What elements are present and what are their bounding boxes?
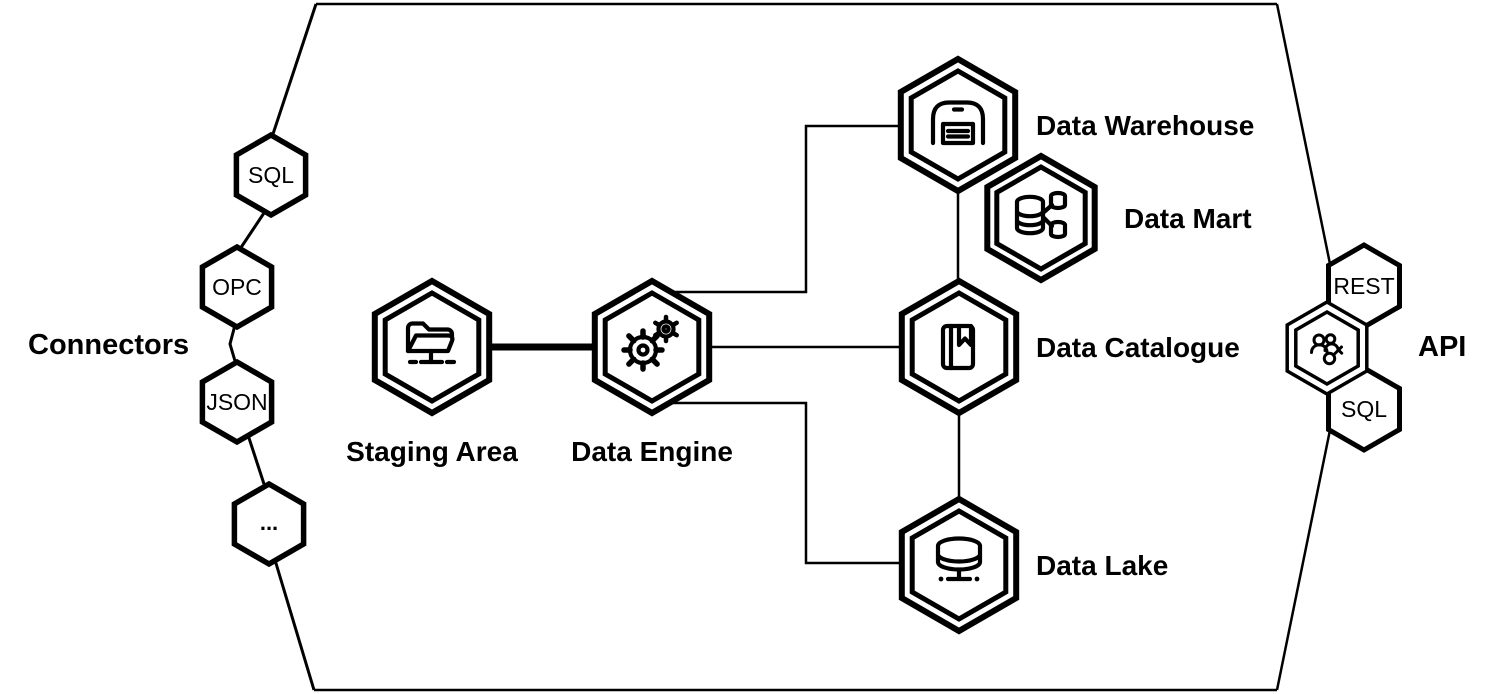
connector-node-label: SQL xyxy=(248,162,294,188)
node-data-engine xyxy=(591,277,713,417)
data-engine-label: Data Engine xyxy=(571,436,733,467)
api-node-label: REST xyxy=(1333,273,1394,299)
database-share-icon xyxy=(1014,190,1068,240)
api-group-label: API xyxy=(1418,331,1466,363)
users-key-icon xyxy=(1310,333,1344,366)
hexagon-inner-outline xyxy=(909,508,1009,622)
boundary-right-lower-edge xyxy=(1275,429,1332,691)
connector-node-label: ... xyxy=(260,510,278,535)
boundary-right-upper-edge xyxy=(1275,3,1332,265)
data-mart-label: Data Mart xyxy=(1124,203,1252,234)
node-staging-area xyxy=(371,277,493,417)
warehouse-icon xyxy=(930,100,986,146)
data-warehouse-label: Data Warehouse xyxy=(1036,110,1254,141)
boundary-left-upper-edge xyxy=(270,3,318,138)
database-stack-icon xyxy=(935,536,983,582)
flow-lines xyxy=(489,124,961,565)
api-cluster: REST SQL API xyxy=(1285,242,1466,453)
line-engine-warehouse xyxy=(671,124,901,294)
hexagon-outline xyxy=(231,480,307,568)
api-node-access xyxy=(1285,299,1369,397)
hexagon-inner-outline xyxy=(602,290,702,404)
node-data-lake xyxy=(898,495,1020,635)
boundary-left-lower-edge xyxy=(273,559,316,691)
chain-link-sql-opc xyxy=(238,212,266,250)
folder-network-icon xyxy=(405,321,457,365)
book-bookmark-icon xyxy=(940,323,976,371)
hexagon-outline xyxy=(199,358,275,446)
hexagon-inner-outline xyxy=(382,290,482,404)
connector-node-sql: SQL xyxy=(233,131,309,219)
data-lake-label: Data Lake xyxy=(1036,550,1168,581)
connector-node-json: JSON xyxy=(199,358,275,446)
connector-node-opc: OPC xyxy=(199,243,275,331)
hexagon-outline xyxy=(199,243,275,331)
node-data-warehouse xyxy=(897,55,1019,195)
connector-node-more: ... xyxy=(231,480,307,568)
chain-link-opc-json xyxy=(228,324,237,362)
staging-area-label: Staging Area xyxy=(346,436,518,467)
connector-chain: SQL OPC JSON ... Connectors xyxy=(28,131,309,568)
connector-node-label: OPC xyxy=(212,274,262,300)
connector-node-label: JSON xyxy=(206,389,267,415)
api-node-label: SQL xyxy=(1341,396,1387,422)
node-data-catalogue xyxy=(898,277,1020,417)
node-data-mart xyxy=(984,152,1098,284)
gears-icon xyxy=(621,314,679,372)
api-node-sql: SQL xyxy=(1326,365,1402,453)
chain-link-json-dots xyxy=(246,434,266,485)
hexagon-outline xyxy=(233,131,309,219)
line-engine-lake xyxy=(669,401,902,565)
system-boundary xyxy=(228,2,1332,692)
connectors-group-label: Connectors xyxy=(28,329,189,361)
data-catalogue-label: Data Catalogue xyxy=(1036,332,1240,363)
